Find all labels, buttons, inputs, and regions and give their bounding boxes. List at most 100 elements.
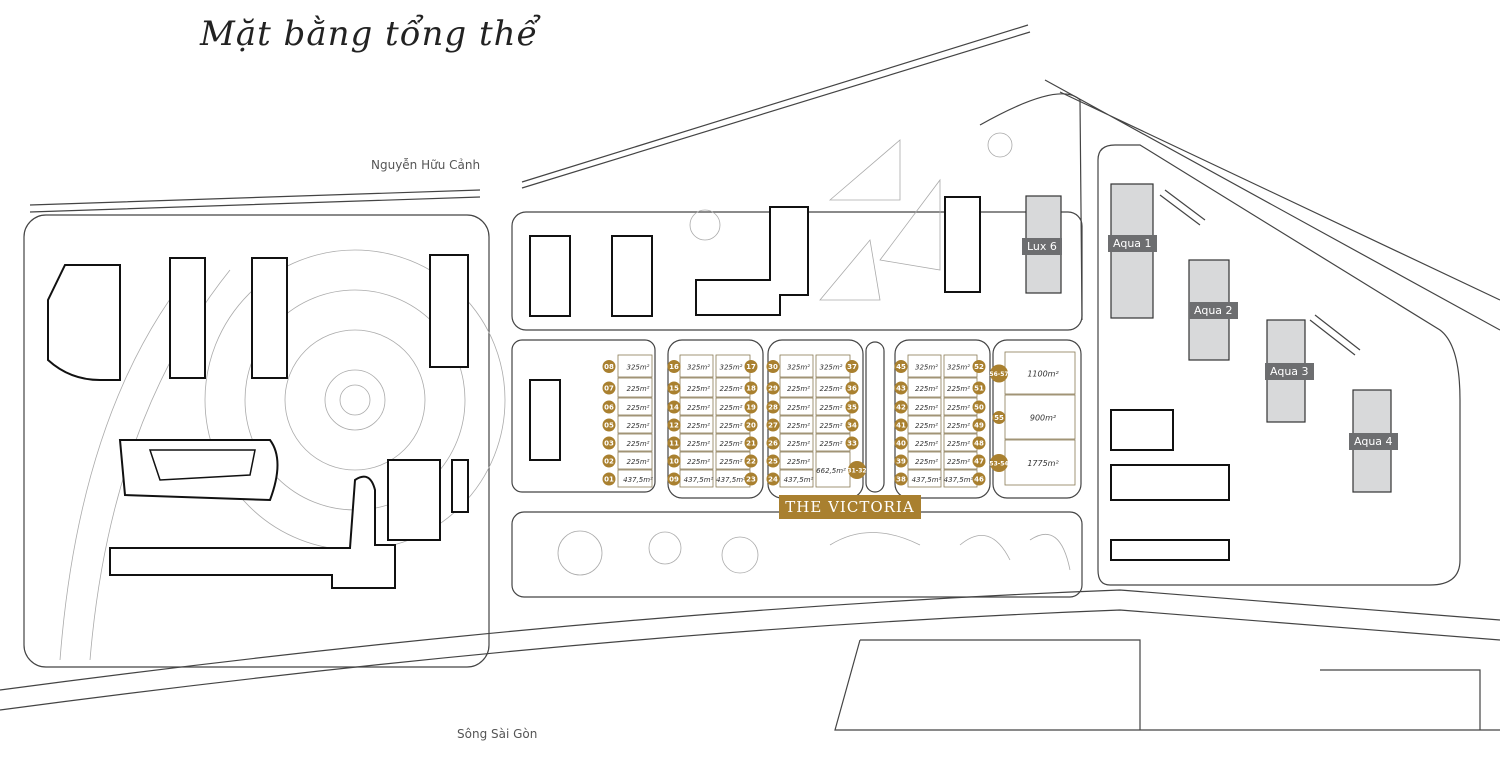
lot-43[interactable] — [907, 377, 942, 398]
lot-06[interactable] — [617, 397, 653, 416]
lot-41[interactable] — [907, 415, 942, 434]
villa-block-4 — [894, 339, 991, 499]
lot-55[interactable] — [1004, 394, 1076, 440]
lot-badge[interactable] — [667, 436, 681, 450]
lot-badge[interactable] — [894, 472, 908, 486]
lot-badge[interactable] — [894, 381, 908, 395]
lot-number: 18 — [746, 385, 756, 393]
lot-badge[interactable] — [602, 400, 616, 414]
lot-badge[interactable] — [766, 454, 780, 468]
lot-badge[interactable] — [894, 360, 908, 373]
lot-number: 24 — [768, 476, 778, 484]
lot-number: 42 — [896, 404, 906, 412]
lot-badge[interactable] — [602, 454, 616, 468]
lot-badge[interactable] — [992, 411, 1006, 424]
lot-badge[interactable] — [602, 381, 616, 395]
lot-badge[interactable] — [744, 472, 758, 486]
lot-badge[interactable] — [766, 400, 780, 414]
lot-badge[interactable] — [602, 360, 616, 373]
lot-badge[interactable] — [894, 400, 908, 414]
lot-badge[interactable] — [990, 454, 1008, 472]
lot-badge[interactable] — [845, 381, 859, 395]
lot-39[interactable] — [907, 451, 942, 470]
lot-31-32[interactable] — [815, 451, 851, 488]
lot-01[interactable] — [617, 469, 653, 488]
lot-03[interactable] — [617, 433, 653, 452]
lot-badge[interactable] — [667, 454, 681, 468]
lot-number: 51 — [974, 385, 984, 393]
lot-badge[interactable] — [894, 436, 908, 450]
lot-badge[interactable] — [972, 381, 986, 395]
lot-25[interactable] — [779, 451, 814, 470]
lot-29[interactable] — [779, 377, 814, 398]
lot-badge[interactable] — [602, 436, 616, 450]
lot-badge[interactable] — [972, 454, 986, 468]
lot-08[interactable] — [617, 354, 653, 378]
lot-24[interactable] — [779, 469, 814, 488]
label-lux-6: Lux 6 — [1022, 238, 1062, 255]
lot-area: 325m² — [720, 364, 743, 372]
lot-badge[interactable] — [845, 436, 859, 450]
lot-40[interactable] — [907, 433, 942, 452]
lot-badge[interactable] — [744, 436, 758, 450]
lot-badge[interactable] — [894, 418, 908, 432]
lot-area: 325m² — [787, 364, 810, 372]
lot-badge[interactable] — [744, 400, 758, 414]
lot-area: 225m² — [720, 422, 743, 430]
lot-number: 19 — [746, 404, 756, 412]
lot-53-54[interactable] — [1004, 439, 1076, 486]
lot-badge[interactable] — [667, 400, 681, 414]
lot-badge[interactable] — [667, 418, 681, 432]
lot-badge[interactable] — [972, 418, 986, 432]
lot-07[interactable] — [617, 377, 653, 398]
lot-badge[interactable] — [602, 472, 616, 486]
lot-badge[interactable] — [667, 360, 681, 373]
lot-badge[interactable] — [744, 360, 758, 373]
lot-badge[interactable] — [766, 436, 780, 450]
lot-38[interactable] — [907, 469, 942, 488]
lot-02[interactable] — [617, 451, 653, 470]
lot-45[interactable] — [907, 354, 942, 378]
lot-number: 28 — [768, 404, 778, 412]
lot-30[interactable] — [779, 354, 814, 378]
lot-badge[interactable] — [972, 436, 986, 450]
lot-badge[interactable] — [766, 360, 780, 373]
lot-27[interactable] — [779, 415, 814, 434]
lot-area: 225m² — [787, 422, 810, 430]
lot-badge[interactable] — [602, 418, 616, 432]
lot-number: 02 — [604, 458, 614, 466]
lot-area: 225m² — [687, 422, 710, 430]
lot-26[interactable] — [779, 433, 814, 452]
lot-28[interactable] — [779, 397, 814, 416]
lot-badge[interactable] — [667, 381, 681, 395]
lot-badge[interactable] — [848, 461, 866, 479]
lot-badge[interactable] — [972, 472, 986, 486]
lot-area: 225m² — [687, 404, 710, 412]
lot-badge[interactable] — [766, 418, 780, 432]
label-aqua-2: Aqua 2 — [1189, 302, 1238, 319]
lot-area: 225m² — [627, 404, 650, 412]
lot-area: 662,5m² — [816, 467, 846, 475]
lot-42[interactable] — [907, 397, 942, 416]
lot-area: 225m² — [820, 440, 843, 448]
lot-badge[interactable] — [990, 364, 1008, 383]
lot-area: 437,5m² — [912, 476, 942, 484]
lot-badge[interactable] — [972, 400, 986, 414]
lot-badge[interactable] — [744, 454, 758, 468]
lot-area: 225m² — [687, 385, 710, 393]
lot-number: 06 — [604, 404, 614, 412]
lot-area: 437,5m² — [623, 476, 653, 484]
lot-badge[interactable] — [972, 360, 986, 373]
east-block — [1097, 144, 1461, 586]
lot-badge[interactable] — [845, 400, 859, 414]
lot-area: 225m² — [947, 458, 970, 466]
lot-badge[interactable] — [766, 472, 780, 486]
lot-05[interactable] — [617, 415, 653, 434]
lot-badge[interactable] — [894, 454, 908, 468]
lot-badge[interactable] — [744, 418, 758, 432]
lot-badge[interactable] — [845, 360, 859, 373]
lot-badge[interactable] — [845, 418, 859, 432]
lot-badge[interactable] — [667, 472, 681, 486]
lot-badge[interactable] — [744, 381, 758, 395]
lot-badge[interactable] — [766, 381, 780, 395]
